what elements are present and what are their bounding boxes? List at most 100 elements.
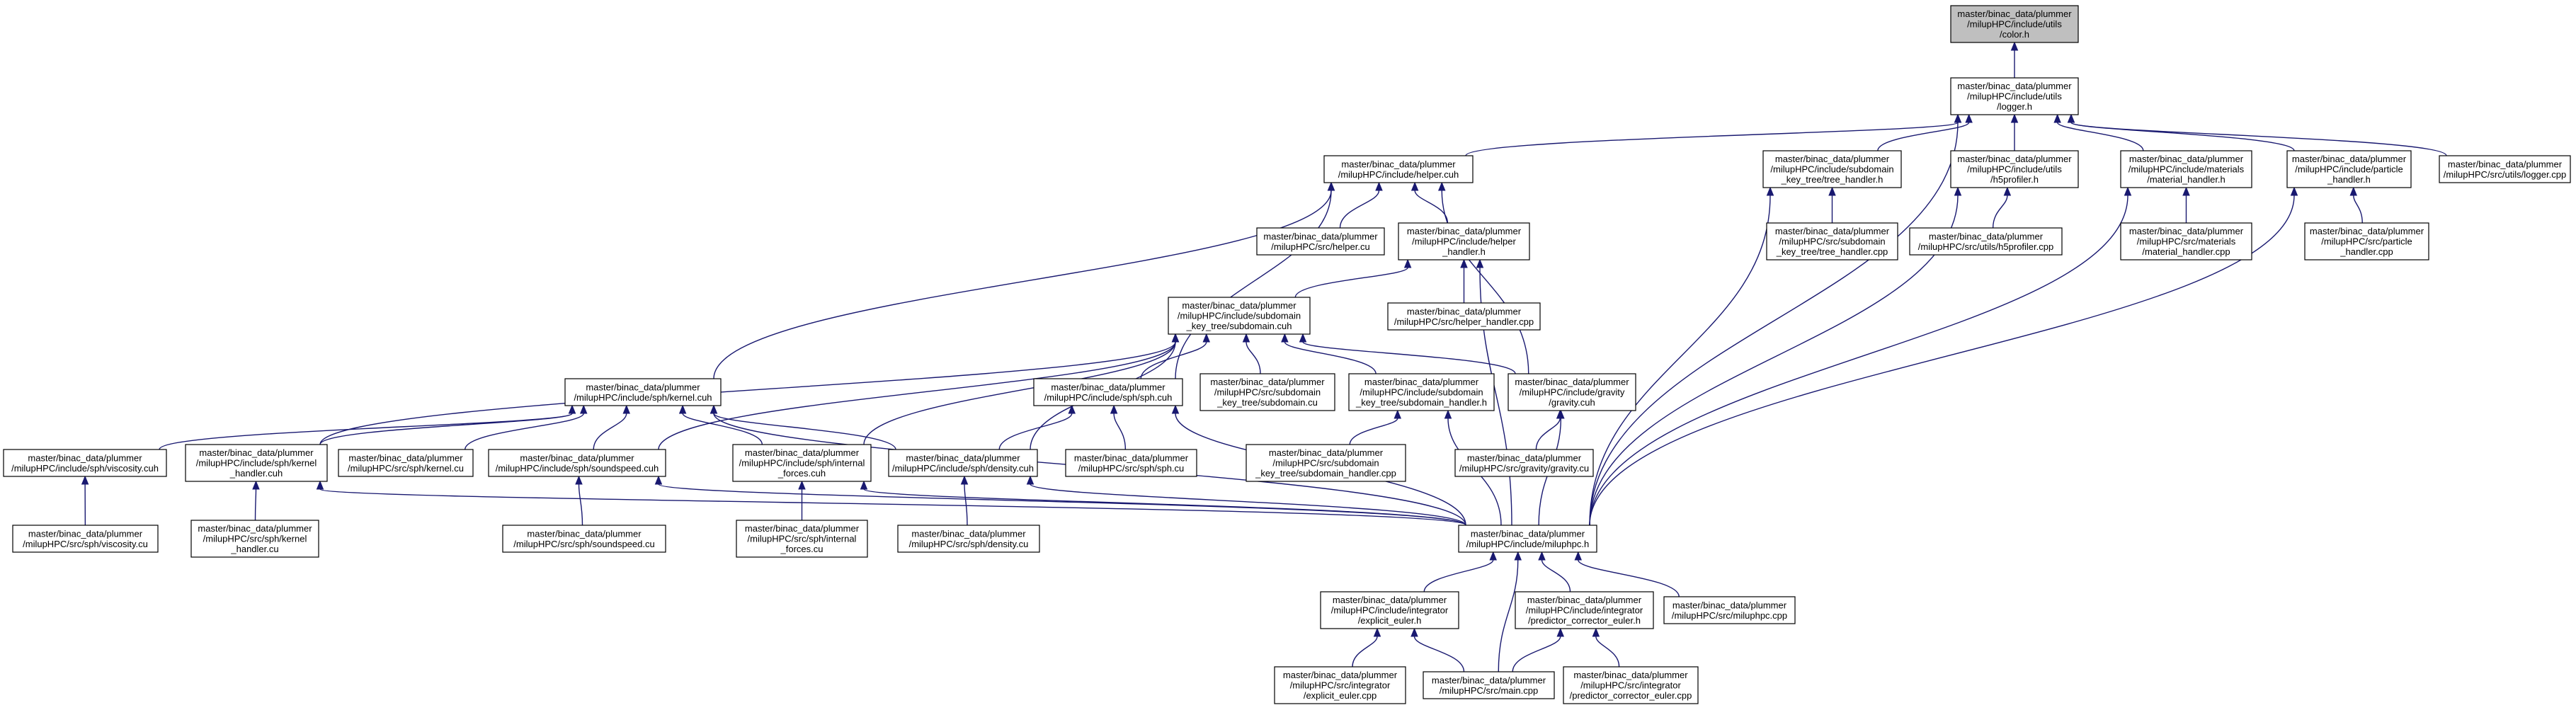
node-label-line: master/binac_data/plummer [1074,452,1189,463]
dependency-edges [81,41,2447,672]
node-label-line: /explicit_euler.cpp [1304,690,1377,701]
node-label-line: /material_handler.h [2147,174,2225,185]
edge-line [658,341,1176,450]
node-label-line: master/binac_data/plummer [906,452,1020,463]
node-label-line: _handler.h [2327,174,2371,185]
file-node-viscosity-cu[interactable]: master/binac_data/plummer/milupHPC/src/s… [12,525,159,553]
file-node-h5profiler-cpp[interactable]: master/binac_data/plummer/milupHPC/src/u… [1909,227,2063,256]
node-label-line: master/binac_data/plummer [1527,595,1642,605]
file-node-color: master/binac_data/plummer/milupHPC/inclu… [1950,5,2079,43]
node-label-line: master/binac_data/plummer [1269,447,1384,458]
edge-internal-forces-cu-to-internal-forces-cuh [798,480,806,520]
file-node-miluphpc-h[interactable]: master/binac_data/plummer/milupHPC/inclu… [1458,525,1597,553]
edge-line [1877,122,1970,151]
file-node-logger[interactable]: master/binac_data/plummer/milupHPC/inclu… [1950,77,2079,115]
node-label-line: /milupHPC/src/subdomain [1214,387,1321,398]
file-node-internal-forces-cuh[interactable]: master/binac_data/plummer/milupHPC/inclu… [732,444,872,482]
node-label-line: master/binac_data/plummer [520,452,634,463]
edge-subdomain-cuh-to-helper-handler-h [1294,258,1412,298]
edge-arrowhead [316,480,324,490]
edge-density-cuh-to-sph-cuh [998,404,1076,450]
node-box [1274,666,1406,704]
edge-sph-cuh-to-helper-cuh [1175,181,1335,379]
edge-arrowhead [1954,113,1962,123]
file-node-subdomain-cuh[interactable]: master/binac_data/plummer/milupHPC/inclu… [1168,297,1311,335]
file-node-density-cu[interactable]: master/binac_data/plummer/milupHPC/src/s… [897,525,1040,553]
file-node-logger-cpp[interactable]: master/binac_data/plummer/milupHPC/src/u… [2439,155,2571,183]
edge-arrowhead [575,475,583,485]
node-label-line: master/binac_data/plummer [1957,154,2072,164]
edge-arrowhead [1954,186,1962,196]
edge-tree-handler-cpp-to-tree-handler-h [1828,186,1836,223]
file-node-tree-handler-h[interactable]: master/binac_data/plummer/milupHPC/inclu… [1762,150,1902,188]
node-box [1458,525,1597,553]
file-node-explicit-euler-cpp[interactable]: master/binac_data/plummer/milupHPC/src/i… [1274,666,1406,704]
node-box [2304,222,2429,260]
file-node-subdomain-handler-cpp[interactable]: master/binac_data/plummer/milupHPC/src/s… [1246,444,1406,482]
file-node-h5profiler-h[interactable]: master/binac_data/plummer/milupHPC/inclu… [1950,150,2079,188]
node-label-line: master/binac_data/plummer [1432,675,1546,685]
node-label-line: _handler.cuh [229,468,283,479]
file-node-subdomain-cu[interactable]: master/binac_data/plummer/milupHPC/src/s… [1199,373,1335,411]
file-node-helper-handler-h[interactable]: master/binac_data/plummer/milupHPC/inclu… [1398,222,1530,260]
edge-material-handler-cpp-to-material-handler-h [2182,186,2190,223]
edge-line [1349,418,1398,445]
node-label-line: /milupHPC/include/utils [1967,19,2062,30]
edge-line [465,413,584,450]
file-node-material-handler-h[interactable]: master/binac_data/plummer/milupHPC/inclu… [2120,150,2252,188]
file-node-main-cpp[interactable]: master/binac_data/plummer/milupHPC/src/m… [1423,671,1555,699]
file-node-explicit-euler-h[interactable]: master/binac_data/plummer/milupHPC/inclu… [1320,591,1459,629]
file-node-gravity-cuh[interactable]: master/binac_data/plummer/milupHPC/inclu… [1508,373,1636,411]
file-node-helper-handler-cpp[interactable]: master/binac_data/plummer/milupHPC/src/h… [1387,302,1541,331]
file-node-kernel-cu[interactable]: master/binac_data/plummer/milupHPC/src/s… [338,449,474,477]
node-label-line: master/binac_data/plummer [1515,377,1629,387]
edge-line [1589,122,1959,526]
edge-arrowhead [1281,333,1289,343]
node-label-line: master/binac_data/plummer [348,452,463,463]
file-node-sph-cu[interactable]: master/binac_data/plummer/milupHPC/src/s… [1065,449,1197,477]
node-label-line: master/binac_data/plummer [1333,595,1447,605]
file-node-material-handler-cpp[interactable]: master/binac_data/plummer/milupHPC/src/m… [2120,222,2252,260]
edge-line [2353,195,2363,224]
file-node-gravity-cu[interactable]: master/binac_data/plummer/milupHPC/src/g… [1454,449,1594,477]
file-node-internal-forces-cu[interactable]: master/binac_data/plummer/milupHPC/src/s… [736,520,868,558]
file-node-particle-handler-h[interactable]: master/binac_data/plummer/milupHPC/inclu… [2286,150,2412,188]
file-node-kernel-handler-cu[interactable]: master/binac_data/plummer/milupHPC/src/s… [190,520,319,558]
node-label-line: _key_tree/subdomain.cuh [1186,321,1292,331]
file-node-miluphpc-cpp[interactable]: master/binac_data/plummer/milupHPC/src/m… [1663,596,1796,624]
node-box [502,525,666,553]
edge-miluphpc-h-to-internal-forces-cuh [860,480,1466,526]
node-label-line: /milupHPC/src/utils/logger.cpp [2444,169,2566,180]
edge-arrowhead [798,480,806,490]
file-node-pc-euler-h[interactable]: master/binac_data/plummer/milupHPC/inclu… [1515,591,1654,629]
node-box [1909,227,2063,256]
node-label-line: master/binac_data/plummer [1957,8,2072,19]
file-node-pc-euler-cpp[interactable]: master/binac_data/plummer/milupHPC/src/i… [1563,666,1699,704]
node-box [1766,222,1898,260]
node-box [1950,77,2079,115]
file-node-helper-cuh[interactable]: master/binac_data/plummer/milupHPC/inclu… [1323,155,1474,183]
edge-line [863,488,1466,526]
file-node-kernel-cuh[interactable]: master/binac_data/plummer/milupHPC/inclu… [564,378,722,406]
node-label-line: master/binac_data/plummer [1283,670,1398,680]
file-node-soundspeed-cu[interactable]: master/binac_data/plummer/milupHPC/src/s… [502,525,666,553]
file-node-soundspeed-cuh[interactable]: master/binac_data/plummer/milupHPC/inclu… [488,449,666,477]
file-node-kernel-handler-cuh[interactable]: master/binac_data/plummer/milupHPC/inclu… [185,444,328,482]
edge-line [1423,559,1494,592]
file-node-subdomain-handler-h[interactable]: master/binac_data/plummer/milupHPC/inclu… [1348,373,1495,411]
file-node-sph-cuh[interactable]: master/binac_data/plummer/milupHPC/inclu… [1033,378,1183,406]
file-node-viscosity-cuh[interactable]: master/binac_data/plummer/milupHPC/inclu… [3,449,167,477]
edge-arrowhead [1538,551,1546,561]
file-node-tree-handler-cpp[interactable]: master/binac_data/plummer/milupHPC/src/s… [1766,222,1898,260]
file-node-helper-cu[interactable]: master/binac_data/plummer/milupHPC/src/h… [1256,227,1385,256]
file-node-particle-handler-cpp[interactable]: master/binac_data/plummer/milupHPC/src/p… [2304,222,2429,260]
node-label-line: /milupHPC/include/miluphpc.h [1466,539,1589,549]
node-label-line: /milupHPC/include/particle [2295,164,2403,175]
edge-arrowhead [1068,404,1076,414]
edge-arrowhead [1327,181,1335,191]
node-box [888,449,1038,477]
file-node-density-cuh[interactable]: master/binac_data/plummer/milupHPC/inclu… [888,449,1038,477]
node-label-line: /milupHPC/src/sph/internal [748,534,857,544]
edge-line [1589,195,1771,526]
